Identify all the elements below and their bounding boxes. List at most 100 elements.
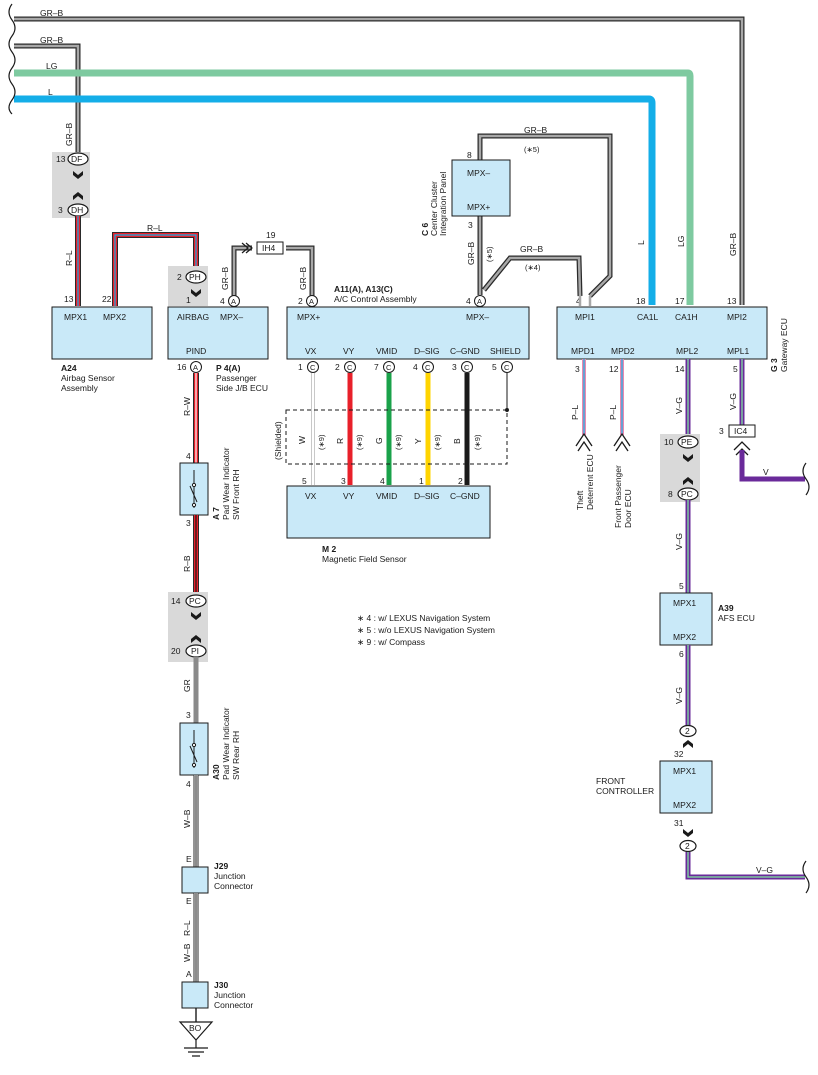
front-ctrl-wire-out <box>685 852 805 880</box>
a11-c-connectors: C C C C C C <box>307 361 513 373</box>
conn-pc-left-num: 14 <box>171 596 181 606</box>
conn-pe <box>677 435 699 449</box>
p4-box <box>167 306 269 360</box>
ih4-wire-grb <box>231 245 315 296</box>
g3-wire-grb-label: GR–B <box>728 233 738 256</box>
door-name2: Door ECU <box>623 489 633 528</box>
a11-mpxp-num: 2 <box>298 296 303 306</box>
m2-pin-num-1: 3 <box>341 476 346 486</box>
pc-wire-vg-2-label: V–G <box>674 533 684 550</box>
shield-note-4: (∗9) <box>433 434 442 450</box>
a7-wire-rb-label: R–B <box>182 555 192 572</box>
a24-wire-rl-2 <box>112 232 199 306</box>
a11-pin-num-5: 5 <box>492 362 497 372</box>
g3-wire-lg-label: LG <box>676 236 686 247</box>
j29-name2: Connector <box>214 881 253 891</box>
p4-pind-conn-label: A <box>193 363 198 372</box>
j29-name1: Junction <box>214 871 246 881</box>
p4-pin-pind: PIND <box>186 346 206 356</box>
top-wire-grb-2 <box>14 43 81 155</box>
ih4-num: 19 <box>266 230 276 240</box>
j29-id: J29 <box>214 861 228 871</box>
g3-bot-0: MPD1 <box>571 346 595 356</box>
conn-pc-left-label: PC <box>189 596 201 606</box>
conn-pe-label: PE <box>681 437 693 447</box>
j29-pin-top: E <box>186 854 192 864</box>
g3-top-3: MPI2 <box>727 312 747 322</box>
c6-pin1-num: 8 <box>467 150 472 160</box>
a39-pin2-num: 6 <box>679 649 684 659</box>
j30-name1: Junction <box>214 990 246 1000</box>
p4-wire-rw-label: R–W <box>182 397 192 416</box>
m2-pin-num-0: 5 <box>302 476 307 486</box>
a11-mpxm-conn-label: A <box>477 297 482 306</box>
ic4-box <box>728 424 756 438</box>
j29-pin-bot: E <box>186 896 192 906</box>
a39-pin1: MPX1 <box>673 598 696 608</box>
p4-name2: Side J/B ECU <box>216 383 268 393</box>
shield-box <box>285 409 508 465</box>
a24-wire-rl-label-1: R–L <box>64 250 74 266</box>
m2-name: Magnetic Field Sensor <box>322 554 407 564</box>
j29-box <box>181 866 209 894</box>
ic4-label: IC4 <box>734 426 748 436</box>
c6-wire-mid <box>482 255 583 297</box>
c6-wire-top <box>477 133 613 298</box>
g3-bot-3: MPL1 <box>727 346 749 356</box>
c6-pin2-num: 3 <box>468 220 473 230</box>
conn-dh-num: 3 <box>58 205 63 215</box>
a11-name: A/C Control Assembly <box>334 294 417 304</box>
a7-name1: Pad Wear Indicator <box>221 447 231 520</box>
a39-pin1-num: 5 <box>679 581 684 591</box>
theft-name1: Theft <box>575 490 585 510</box>
g3-id: G 3 <box>769 358 779 372</box>
legend-line-2: ∗ 5 : w/o LEXUS Navigation System <box>357 625 495 635</box>
g3-top-2: CA1H <box>675 312 698 322</box>
top-wire-label-4: L <box>48 87 53 97</box>
svg-text:C: C <box>504 363 510 372</box>
g3-top-num-2: 17 <box>675 296 685 306</box>
a24-wire-top-label: GR–B <box>64 123 74 146</box>
a30-name1: Pad Wear Indicator <box>221 707 231 780</box>
conn-pe-num: 10 <box>664 437 674 447</box>
a24-name2: Assembly <box>61 383 99 393</box>
c6-wire-side-label: GR–B <box>466 242 476 265</box>
a11-pin-num-2: 7 <box>374 362 379 372</box>
j30-pin-top: A <box>186 969 192 979</box>
g3-bot-num-1: 12 <box>609 364 619 374</box>
c6-box <box>451 159 511 217</box>
m2-pin-1: VY <box>343 491 355 501</box>
a24-pin2-num: 22 <box>102 294 112 304</box>
shield-b-label: B <box>452 438 462 444</box>
a11-pin-5: SHIELD <box>490 346 521 356</box>
a7-name2: SW Front RH <box>231 469 241 520</box>
front-ctrl-box <box>659 760 713 814</box>
g3-top-num-3: 13 <box>727 296 737 306</box>
g3-bot-num-3: 5 <box>733 364 738 374</box>
a30-pin-bot: 4 <box>186 779 191 789</box>
j29-wire-label: R–L <box>182 920 192 936</box>
a39-wire-vg-label: V–G <box>674 687 684 704</box>
a11-pin-mpxm: MPX– <box>466 312 489 322</box>
c6-note-side: (∗5) <box>485 246 494 262</box>
shield-note-5: (∗9) <box>473 434 482 450</box>
ground-label: BO <box>189 1023 202 1033</box>
a39-id: A39 <box>718 603 734 613</box>
a11-pin-4: C–GND <box>450 346 480 356</box>
gr-wire-label: GR <box>182 679 192 692</box>
front-ctrl-conn-bot-label: 2 <box>685 841 690 851</box>
a30-pin-top: 3 <box>186 710 191 720</box>
a11-mpxp-conn-label: A <box>309 297 314 306</box>
p4-wire-grb-label: GR–B <box>220 267 230 290</box>
conn-ph-num: 2 <box>177 272 182 282</box>
p4-pind-conn <box>190 361 202 373</box>
shield-w-label: W <box>297 436 307 444</box>
c6-note-top: (∗5) <box>524 145 540 154</box>
front-ctrl-pin2-num: 31 <box>674 818 684 828</box>
g3-bot-1: MPD2 <box>611 346 635 356</box>
ic4-num: 3 <box>719 426 724 436</box>
conn-pi-num: 20 <box>171 646 181 656</box>
conn-df-label: DF <box>71 154 82 164</box>
p4-mpx-conn-label: A <box>231 297 236 306</box>
j30-name2: Connector <box>214 1000 253 1010</box>
